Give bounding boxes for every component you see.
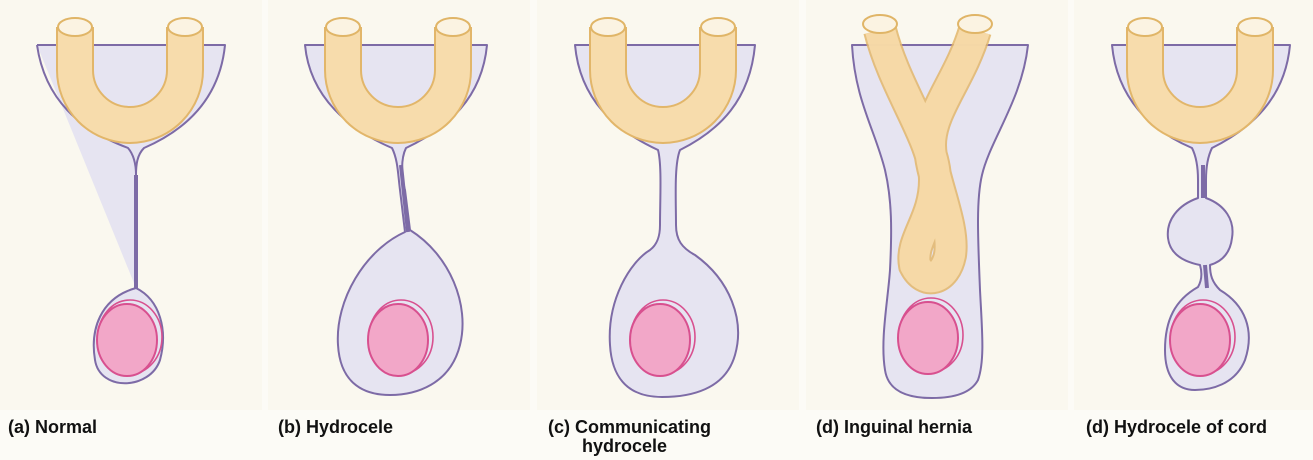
testis — [1170, 300, 1235, 376]
testis — [630, 300, 695, 376]
caption-text: (c) Communicating — [548, 417, 711, 437]
caption-text: (a) Normal — [8, 417, 97, 437]
testis — [97, 300, 162, 376]
testis — [368, 300, 433, 376]
caption-text: (d) Hydrocele of cord — [1086, 417, 1267, 437]
caption-normal: (a) Normal — [8, 418, 97, 437]
caption-inguinal-hernia: (d) Inguinal hernia — [816, 418, 972, 437]
caption-text: (b) Hydrocele — [278, 417, 393, 437]
caption-text: (d) Inguinal hernia — [816, 417, 972, 437]
caption-hydrocele-of-cord: (d) Hydrocele of cord — [1086, 418, 1267, 437]
caption-hydrocele: (b) Hydrocele — [278, 418, 393, 437]
testis — [898, 298, 963, 374]
caption-text-line2: hydrocele — [548, 437, 711, 456]
caption-communicating-hydrocele: (c) Communicating hydrocele — [548, 418, 711, 456]
